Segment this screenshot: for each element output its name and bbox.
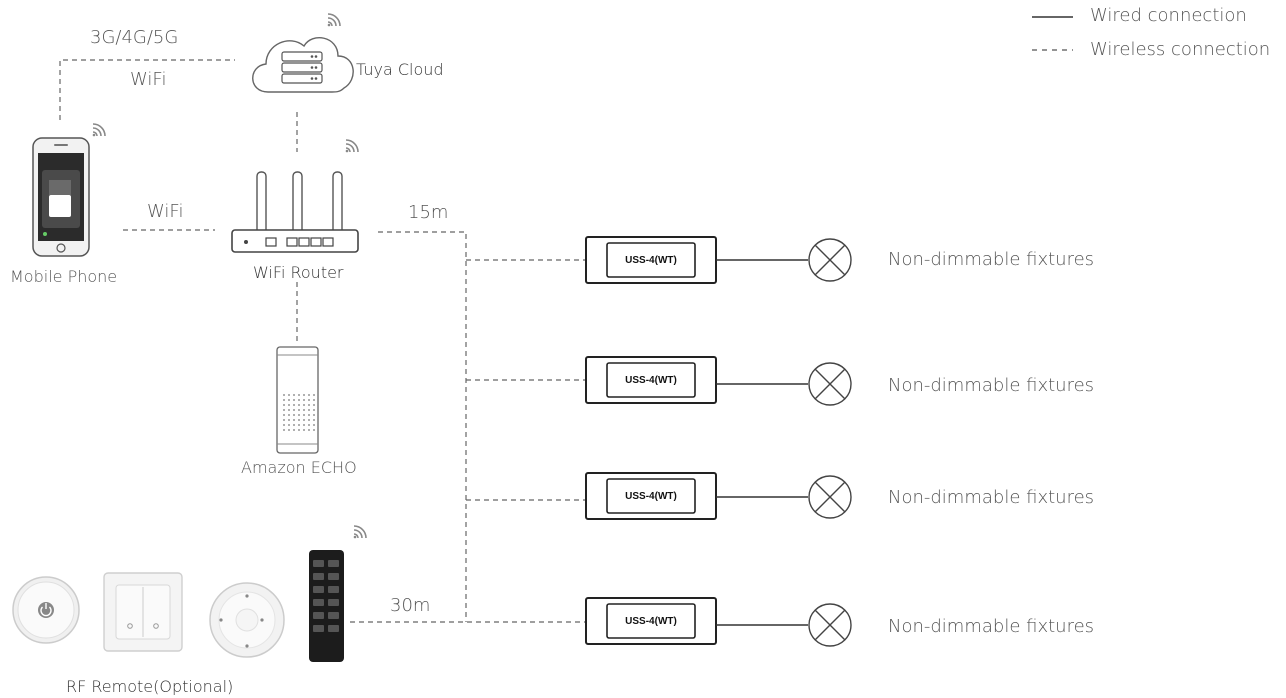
cloud-wifi-label: WiFi bbox=[130, 69, 167, 90]
controller-model-label: USS-4(WT) bbox=[625, 490, 677, 502]
handheld-remote-icon bbox=[309, 550, 344, 662]
cloud-label: Tuya Cloud bbox=[356, 60, 444, 79]
disc-remote-icon bbox=[209, 582, 285, 658]
echo-label: Amazon ECHO bbox=[241, 458, 357, 477]
router-label: WiFi Router bbox=[253, 263, 344, 282]
cloud-icon bbox=[252, 37, 354, 93]
lamp-icon bbox=[808, 603, 852, 647]
fixture-label: Non-dimmable fixtures bbox=[888, 487, 1095, 508]
remote-wifi-icon bbox=[352, 525, 367, 540]
controller-model-label: USS-4(WT) bbox=[625, 254, 677, 266]
network-label: 3G/4G/5G bbox=[90, 27, 179, 48]
controller-device-icon bbox=[585, 356, 717, 404]
controller-model-label: USS-4(WT) bbox=[625, 374, 677, 386]
fixture-label: Non-dimmable fixtures bbox=[888, 375, 1095, 396]
lamp-icon bbox=[808, 238, 852, 282]
phone-wifi-icon bbox=[91, 123, 106, 138]
round-remote-icon bbox=[12, 576, 80, 644]
distance-15m-label: 15m bbox=[408, 202, 449, 223]
lamp-icon bbox=[808, 475, 852, 519]
controller-device-icon bbox=[585, 472, 717, 520]
cloud-wifi-icon bbox=[326, 13, 341, 28]
amazon-echo-icon bbox=[276, 346, 319, 454]
remote-label: RF Remote(Optional) bbox=[66, 677, 234, 696]
controller-row-3 bbox=[585, 472, 852, 520]
mobile-phone-icon bbox=[32, 137, 90, 257]
controller-row-1 bbox=[585, 236, 852, 284]
wifi-router-icon bbox=[231, 171, 359, 253]
fixture-label: Non-dimmable fixtures bbox=[888, 249, 1095, 270]
legend-wireless-label: Wireless connection bbox=[1090, 39, 1271, 60]
fixture-label: Non-dimmable fixtures bbox=[888, 616, 1095, 637]
phone-label: Mobile Phone bbox=[10, 267, 118, 286]
lamp-icon bbox=[808, 362, 852, 406]
wireless-links bbox=[59, 59, 586, 623]
phone-wifi-label: WiFi bbox=[147, 201, 184, 222]
controller-model-label: USS-4(WT) bbox=[625, 615, 677, 627]
legend-wired-label: Wired connection bbox=[1090, 5, 1247, 26]
router-wifi-icon bbox=[344, 139, 359, 154]
controller-row-4 bbox=[585, 597, 852, 647]
wall-switch-icon bbox=[103, 572, 183, 652]
controller-device-icon bbox=[585, 597, 717, 645]
controller-row-2 bbox=[585, 356, 852, 406]
distance-30m-label: 30m bbox=[390, 595, 431, 616]
